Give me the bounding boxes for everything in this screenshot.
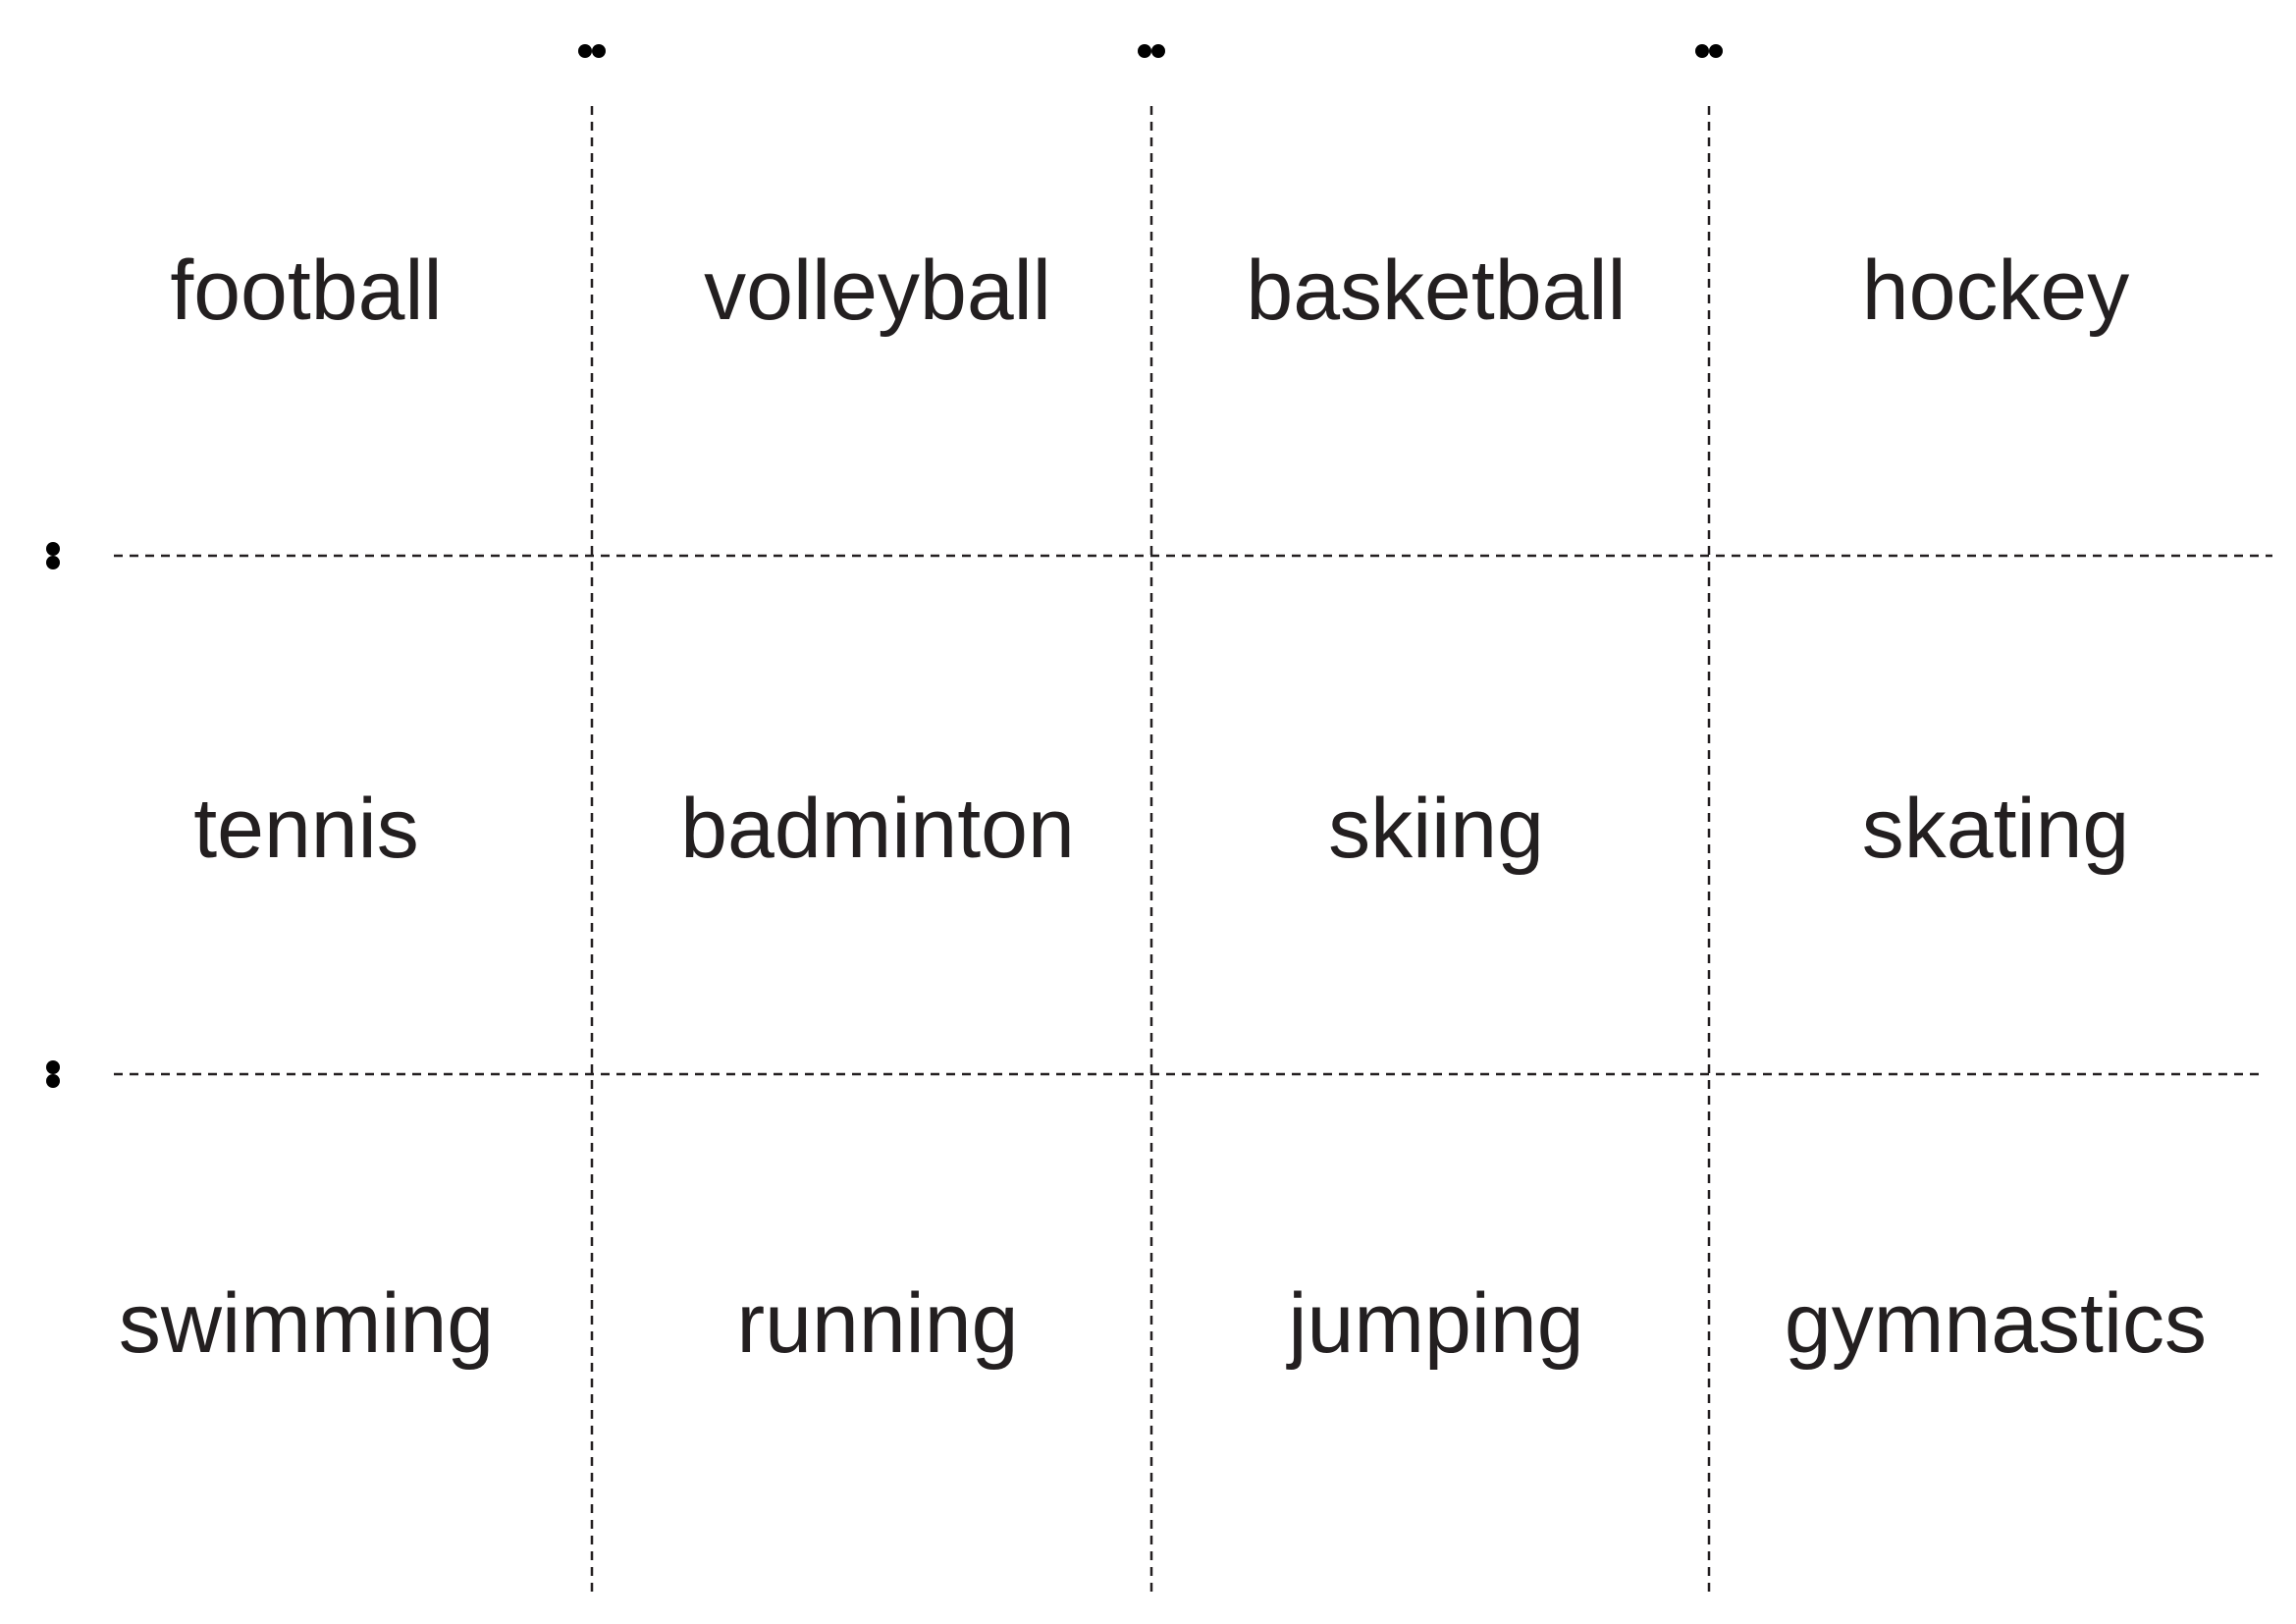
word-card-jumping: jumping — [1288, 1276, 1584, 1371]
scissors-icon — [1695, 44, 1723, 106]
scissors-icon — [1138, 44, 1165, 106]
scissors-icon — [46, 1060, 112, 1088]
word-card-basketball: basketball — [1246, 244, 1627, 338]
word-card-tennis: tennis — [193, 782, 419, 876]
scissors-icon — [46, 542, 112, 569]
word-card-football: football — [170, 244, 443, 338]
word-card-gymnastics: gymnastics — [1784, 1276, 2208, 1371]
word-card-running: running — [736, 1276, 1019, 1371]
word-card-swimming: swimming — [118, 1276, 495, 1371]
word-card-hockey: hockey — [1861, 244, 2130, 338]
word-card-skiing: skiing — [1328, 782, 1544, 876]
word-card-skating: skating — [1861, 782, 2130, 876]
scissors-icon — [578, 44, 606, 106]
word-card-volleyball: volleyball — [704, 244, 1051, 338]
word-card-badminton: badminton — [680, 782, 1075, 876]
